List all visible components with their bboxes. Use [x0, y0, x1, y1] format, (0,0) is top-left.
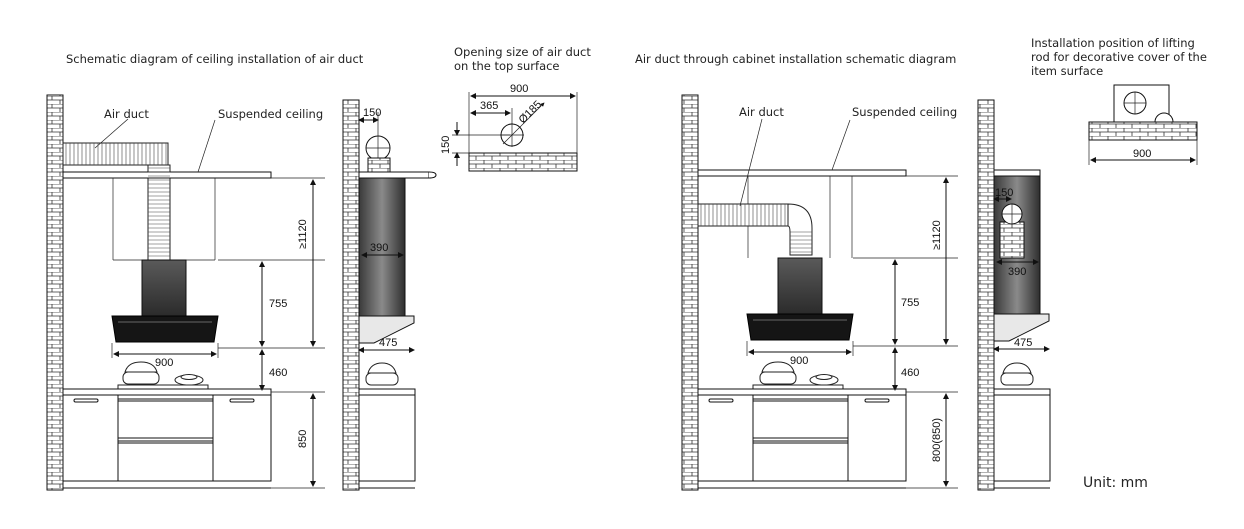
dim-hood-height-2: 755 — [901, 297, 919, 309]
dimension-lines — [111, 177, 325, 489]
brick-wall — [46, 94, 64, 491]
title-lifting-rod: Installation position of lifting rod for… — [1031, 36, 1207, 78]
panel-ceiling-side: 150 390 475 — [342, 99, 437, 491]
suspended-ceiling — [62, 171, 272, 179]
panel-ceiling-front: Air duct Suspended ceiling ≥1120 755 900… — [46, 94, 325, 491]
dim-top-diameter: Ø185 — [517, 99, 545, 127]
callout-air-duct: Air duct — [104, 107, 149, 121]
air-duct-horizontal — [62, 142, 169, 166]
top-surface — [468, 152, 578, 172]
dim-lift-offset-150: 150 — [995, 187, 1013, 199]
callout-suspended-ceiling: Suspended ceiling — [218, 107, 323, 121]
dim-side-depth-2: 475 — [1014, 337, 1032, 349]
dim-hood-height: 755 — [269, 298, 287, 310]
title-opening-size: Opening size of air duct on the top surf… — [454, 45, 591, 73]
dim-cover-height: ≥1120 — [297, 219, 309, 249]
panel-cabinet-side: 150 390 475 — [977, 99, 1051, 491]
title-cabinet-installation: Air duct through cabinet installation sc… — [635, 52, 957, 66]
countertop — [62, 388, 272, 396]
dim-side-width-2: 390 — [1008, 266, 1026, 278]
callout-air-duct-2: Air duct — [739, 105, 784, 119]
range-hood-side-2 — [993, 313, 1050, 342]
decorative-cover-side — [358, 177, 406, 317]
panel-cabinet-front: Air duct Suspended ceiling ≥1120 755 900… — [681, 94, 958, 491]
dim-top-365: 365 — [480, 100, 498, 112]
cooktop — [117, 361, 209, 390]
dim-hood-gap: 460 — [269, 367, 287, 379]
dim-hood-width: 900 — [155, 357, 173, 369]
hood-chimney — [141, 259, 187, 317]
dim-cabinet-height: 850 — [297, 430, 309, 448]
range-hood — [111, 315, 219, 343]
unit-label: Unit: mm — [1083, 475, 1148, 491]
dim-side-width: 390 — [370, 242, 388, 254]
brick-wall-side-2 — [977, 99, 995, 491]
dim-offset-150: 150 — [363, 107, 381, 119]
panel-opening-top: 900 365 Ø185 150 — [440, 83, 578, 172]
cabinets — [62, 394, 272, 489]
dim-top-900: 900 — [510, 83, 528, 95]
dim-side-depth: 475 — [379, 337, 397, 349]
brick-wall-2 — [681, 94, 699, 491]
dim-hood-width-2: 900 — [790, 355, 808, 367]
panel-lifting-rod: 900 — [1088, 84, 1198, 165]
air-duct-vertical — [147, 164, 171, 261]
dim-lift-900: 900 — [1133, 148, 1151, 160]
dim-top-150: 150 — [440, 136, 452, 154]
callout-suspended-ceiling-2: Suspended ceiling — [852, 105, 957, 119]
cabinets-2 — [697, 394, 907, 489]
dim-hood-gap-2: 460 — [901, 367, 919, 379]
brick-wall-side — [342, 99, 360, 491]
title-ceiling-installation: Schematic diagram of ceiling installatio… — [66, 52, 364, 66]
range-hood-2 — [746, 313, 854, 341]
air-duct-horizontal-2 — [697, 203, 789, 227]
dim-cabinet-height-2: 800(850) — [931, 418, 943, 462]
dim-cover-height-2: ≥1120 — [931, 220, 943, 250]
surface-brick — [1088, 121, 1198, 141]
range-hood-side — [358, 315, 415, 344]
